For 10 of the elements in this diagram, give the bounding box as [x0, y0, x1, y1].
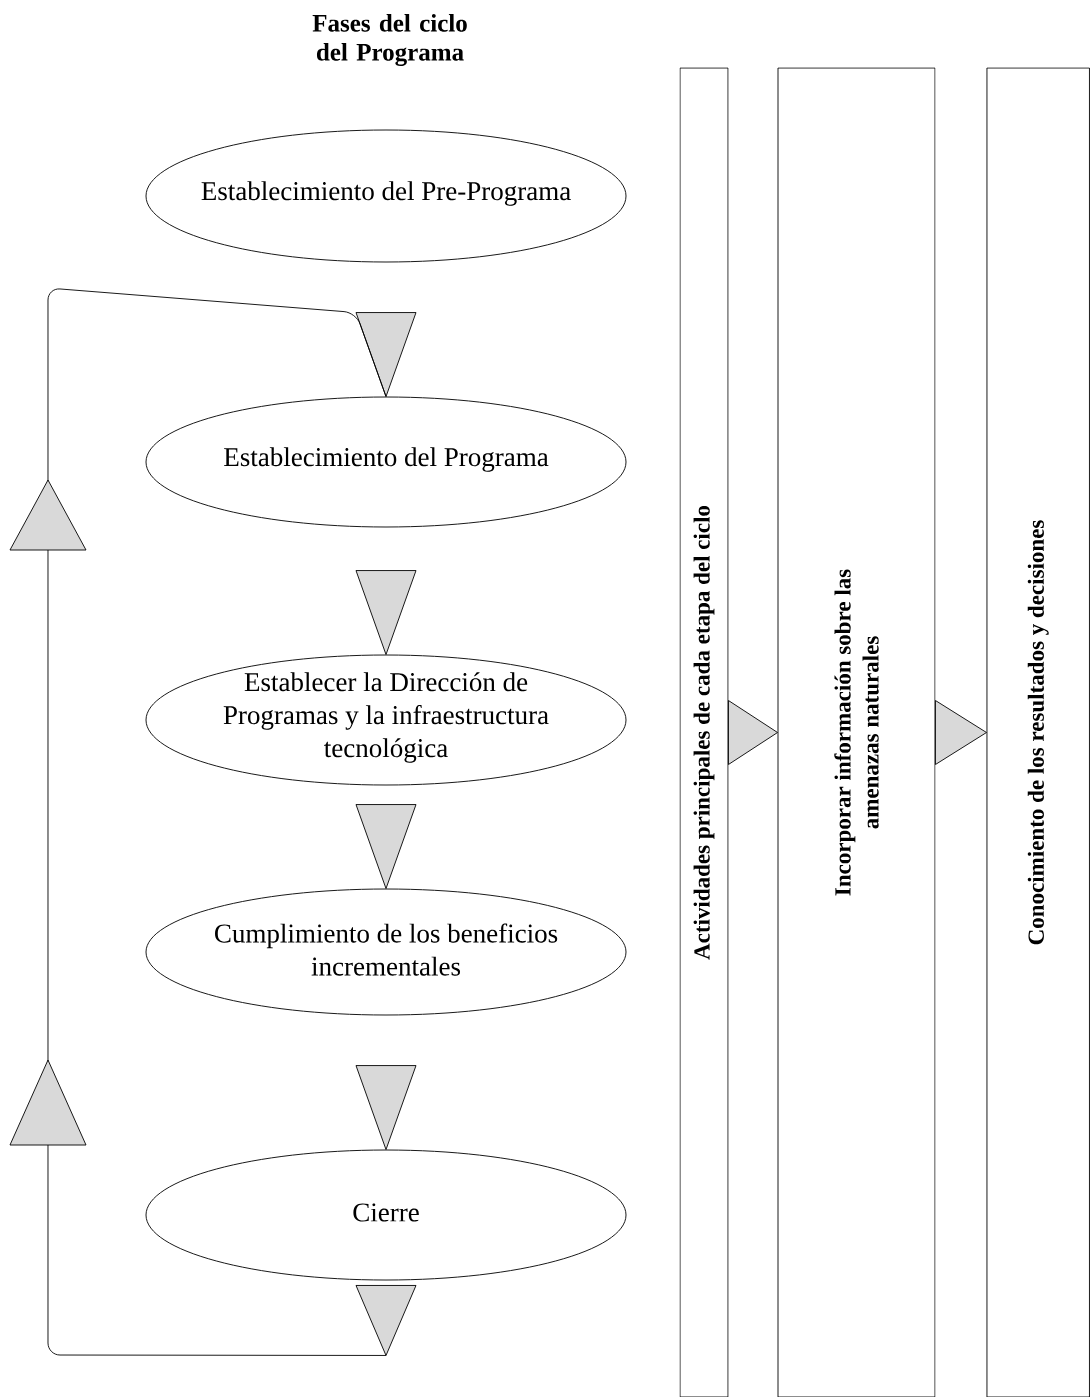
arrow — [355, 1065, 417, 1150]
arrow — [935, 700, 987, 765]
arrow — [355, 804, 417, 889]
column-bar: Incorporar información sobre las amenazas naturales — [777, 67, 936, 1397]
arrow — [355, 312, 417, 397]
column-bar: Conocimiento de los resultados y decisiones — [986, 67, 1090, 1397]
title: Fases del ciclo del Programa — [312, 14, 467, 66]
arrow — [728, 700, 778, 765]
column-bar: Actividades principales de cada etapa del ciclo — [679, 67, 729, 1397]
arrow — [355, 570, 417, 655]
